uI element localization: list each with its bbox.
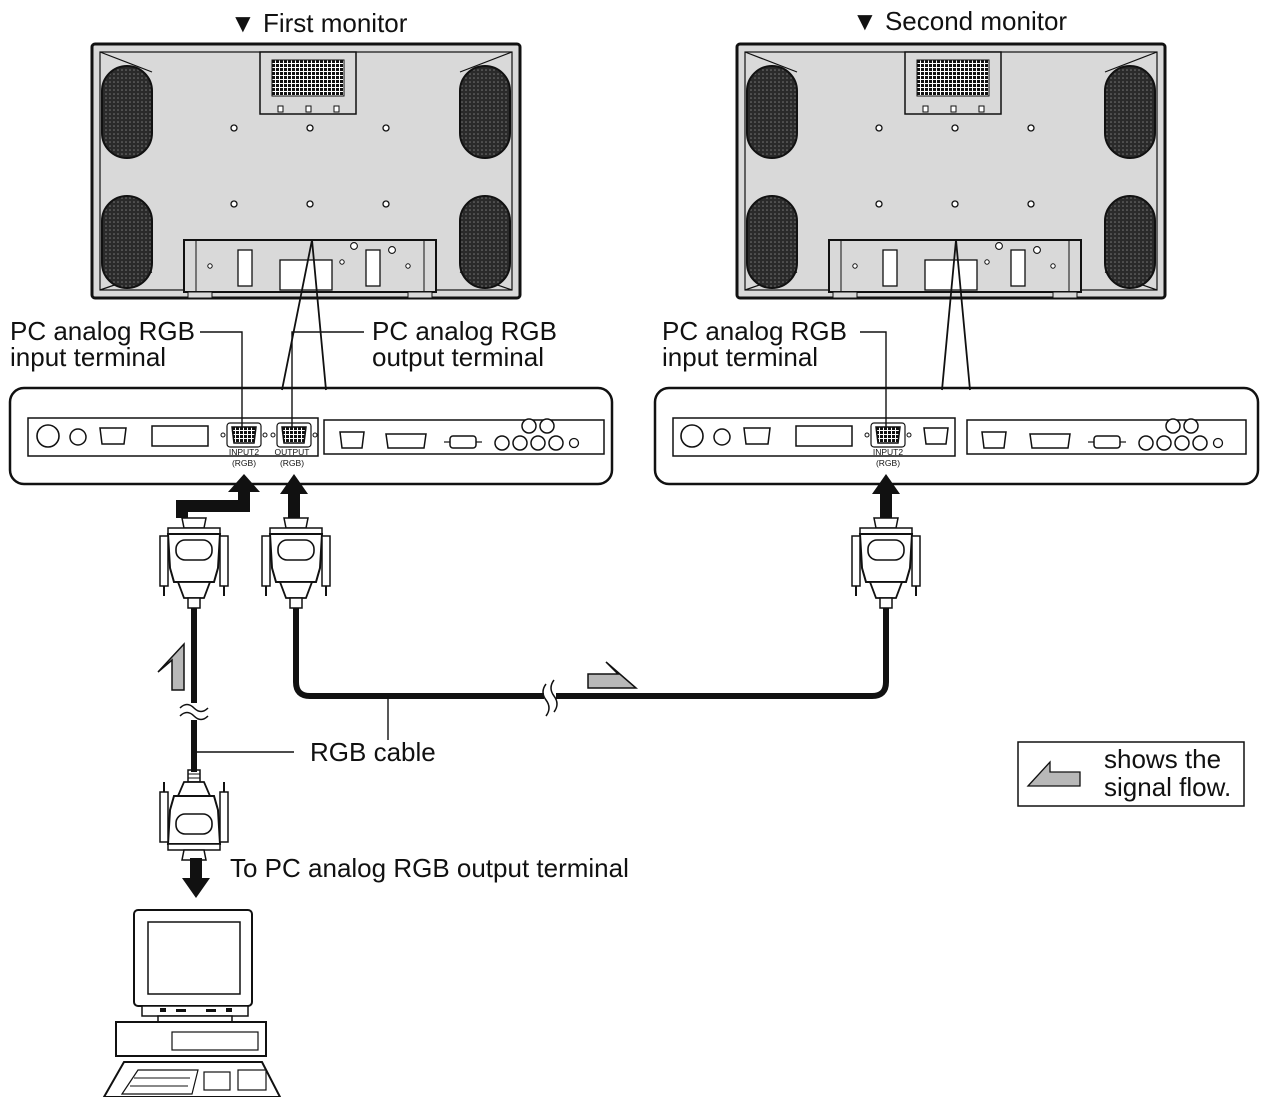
- svg-text:PC analog RGB: PC analog RGB: [662, 316, 847, 346]
- second-input2-label: INPUT2: [873, 447, 904, 457]
- svg-text:output terminal: output terminal: [372, 342, 544, 372]
- output-label: OUTPUT: [275, 447, 310, 457]
- second-monitor-terminal-panel: INPUT2 (RGB): [653, 386, 1260, 486]
- second-monitor-rear: [735, 42, 1167, 300]
- rgb-plug-pc-side-bottom: [159, 769, 229, 861]
- first-pc-output-label: PC analog RGB output terminal: [291, 316, 557, 428]
- legend-line1: shows the: [1104, 744, 1221, 774]
- signal-flow-legend: shows the signal flow.: [1017, 741, 1245, 807]
- legend-arrow-icon: [1026, 760, 1081, 787]
- second-input2-sub-label: (RGB): [876, 458, 900, 468]
- rgb-cable-label: RGB cable: [196, 696, 436, 767]
- svg-text:PC analog RGB: PC analog RGB: [372, 316, 557, 346]
- second-input-connection-arrow: [872, 474, 900, 518]
- to-pc-label: To PC analog RGB output terminal: [230, 853, 629, 883]
- second-monitor-title: ▼ Second monitor: [852, 6, 1067, 36]
- rgb-cable-daisy-chain: [293, 608, 889, 717]
- signal-flow-arrow-up: [157, 642, 185, 691]
- first-monitor-title: ▼ First monitor: [230, 8, 408, 38]
- pc-computer-icon: [102, 909, 282, 1097]
- svg-text:input terminal: input terminal: [10, 342, 166, 372]
- rgb-plug-output: [261, 517, 331, 609]
- input-connection-arrow: [176, 474, 260, 518]
- output-sub-label: (RGB): [280, 458, 304, 468]
- input2-label: INPUT2: [229, 447, 260, 457]
- rgb-plug-pc-side-top: [159, 517, 229, 609]
- signal-flow-arrow-right: [587, 661, 639, 689]
- output-connection-arrow: [280, 474, 308, 518]
- svg-text:RGB cable: RGB cable: [310, 737, 436, 767]
- svg-text:input terminal: input terminal: [662, 342, 818, 372]
- legend-line2: signal flow.: [1104, 772, 1231, 802]
- second-pc-input-label: PC analog RGB input terminal: [662, 316, 887, 428]
- rgb-cable-pc: [179, 608, 209, 772]
- first-monitor-rear: [90, 42, 522, 300]
- rgb-plug-second-input: [851, 517, 921, 609]
- first-pc-input-label: PC analog RGB input terminal: [10, 316, 243, 428]
- svg-text:PC analog RGB: PC analog RGB: [10, 316, 195, 346]
- zoom-callout-second: [941, 239, 971, 391]
- first-monitor-terminal-panel: INPUT2 (RGB) OUTPUT (RGB): [8, 386, 614, 486]
- input2-sub-label: (RGB): [232, 458, 256, 468]
- arrow-to-pc: [182, 858, 210, 898]
